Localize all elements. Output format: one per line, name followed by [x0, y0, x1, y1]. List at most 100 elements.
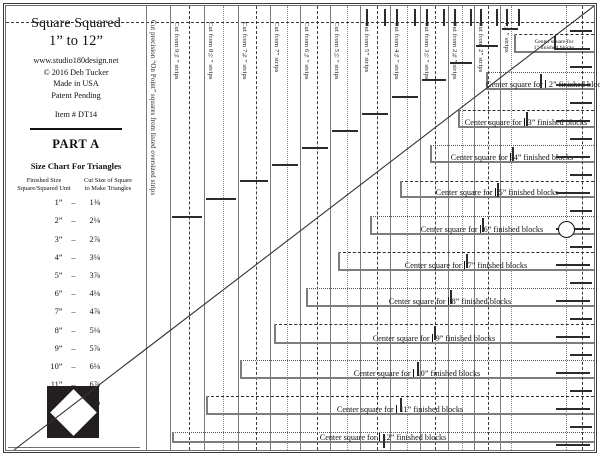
band-center-tick — [383, 434, 385, 448]
product-website: www.studio180design.net — [33, 55, 119, 65]
tool-inner-border — [5, 5, 595, 451]
band-label-tick-icon — [509, 153, 511, 161]
strip-column-1: Cut from 9¼” strips — [170, 6, 204, 450]
product-title-line2: 1” to 12” — [48, 32, 104, 49]
size-chart-separator: – — [71, 307, 76, 317]
band-label-size: 6” finished blocks — [483, 225, 544, 234]
size-chart-finished: 8” — [54, 325, 63, 335]
band-label-prefix: Center square for — [420, 225, 478, 234]
product-meta: www.studio180design.net © 2016 Deb Tucke… — [6, 55, 146, 103]
band-center-tick — [450, 290, 452, 304]
strip-instruction-label: Cut precision “On Point” squares from li… — [149, 20, 156, 196]
band-center-tick — [400, 398, 402, 412]
band-dashed-guide — [306, 288, 594, 289]
size-chart-col1-header: Finished Size Square/Squared Unit — [17, 177, 71, 193]
strip-column-top-tick — [518, 9, 520, 26]
size-chart-separator: – — [71, 361, 76, 371]
right-edge-tick — [570, 318, 592, 320]
strip-column-tick — [206, 198, 236, 200]
strip-column-guide — [256, 6, 257, 450]
strip-column-label: Cut from 5½” strips — [333, 22, 340, 80]
band-dashed-guide — [274, 324, 594, 325]
right-edge-tick — [556, 84, 590, 86]
band-center-tick — [526, 112, 528, 126]
strip-column-label: Cut from 3½” strips — [423, 22, 430, 80]
size-chart-cut: 4⅛ — [89, 289, 100, 299]
center-square-band-11: Center square for 11” finished blocks — [206, 396, 594, 415]
size-chart-finished: 2” — [54, 216, 63, 226]
size-chart-cut: 5⅞ — [89, 343, 100, 353]
strip-column-3: Cut from 7¾” strips — [238, 6, 270, 450]
right-edge-tick — [570, 138, 592, 140]
right-edge-tick — [556, 120, 590, 122]
band-center-tick — [466, 254, 468, 268]
strip-column-guide — [189, 6, 190, 450]
size-chart-row: 10”–6⅛ — [6, 362, 146, 380]
band-label-prefix: Center square for — [336, 405, 394, 414]
right-edge-tick — [556, 48, 590, 50]
band-label-size: 7” finished blocks — [467, 261, 528, 270]
strip-column-top-tick — [426, 9, 428, 26]
size-chart-row: 4”–3⅛ — [6, 253, 146, 271]
right-edge-tick — [556, 372, 590, 374]
strip-column-label: Cut from 7” strips — [273, 22, 280, 73]
band-dashed-guide — [206, 396, 594, 397]
size-chart-separator: – — [71, 343, 76, 353]
band-label-size: 11” finished blocks — [399, 405, 464, 414]
band-dashed-guide — [458, 110, 594, 111]
band-label-prefix: Center square for — [353, 369, 411, 378]
band-center-tick — [512, 147, 514, 161]
right-edge-tick — [556, 408, 590, 410]
strip-column-guide — [223, 6, 224, 450]
right-edge-tick — [556, 156, 590, 158]
size-chart-cut: 6⅛ — [89, 361, 100, 371]
size-chart-row: 8”–5⅛ — [6, 326, 146, 344]
strip-column-top-tick — [496, 9, 498, 26]
band-label-prefix: Center square for — [388, 297, 446, 306]
strip-column-top-tick — [414, 9, 416, 26]
band-center-tick — [434, 326, 436, 340]
strip-column-top-tick — [384, 9, 386, 26]
right-edge-tick — [570, 174, 592, 176]
band-center-tick — [417, 362, 419, 376]
size-chart-cut: 2⅞ — [89, 234, 100, 244]
alignment-hole-icon — [558, 221, 575, 238]
right-edge-tick — [570, 282, 592, 284]
size-chart-finished: 3” — [54, 234, 63, 244]
band-label-prefix: Center square for — [404, 261, 462, 270]
band-dashed-guide — [338, 252, 594, 253]
size-chart-header-row: Finished Size Square/Squared Unit Cut Si… — [6, 177, 146, 193]
size-chart-row: 6”–4⅛ — [6, 289, 146, 307]
size-chart-cut: 3⅞ — [89, 270, 100, 280]
band-label-size: 9” finished blocks — [435, 334, 496, 343]
band-label-tick-icon — [431, 334, 433, 342]
strip-instruction-column: Cut precision “On Point” squares from li… — [146, 6, 170, 450]
size-chart-finished: 4” — [54, 252, 63, 262]
strip-column-top-tick — [366, 9, 368, 26]
band-label-prefix: Center square for — [372, 334, 430, 343]
strip-column-tick — [240, 180, 268, 182]
product-made-in: Made in USA — [53, 79, 99, 89]
right-edge-tick — [570, 390, 592, 392]
size-chart-title: Size Chart For Triangles — [30, 161, 122, 172]
band-label-tick-icon — [479, 225, 481, 233]
strip-column-5: Cut from 6¼” strips — [300, 6, 330, 450]
band-center-tick — [482, 218, 484, 232]
size-chart-separator: – — [71, 325, 76, 335]
tool-outer-border — [3, 3, 597, 453]
size-chart-separator: – — [71, 234, 76, 244]
right-edge-tick — [570, 210, 592, 212]
band-dashed-guide — [370, 216, 594, 217]
band-dashed-guide — [486, 72, 594, 73]
right-edge-tick — [570, 66, 592, 68]
strip-column-top-tick — [470, 9, 472, 26]
size-chart-finished: 5” — [54, 270, 63, 280]
strip-column-label: Cut from 2” strips — [477, 22, 484, 73]
size-chart-finished: 9” — [54, 343, 63, 353]
size-chart-separator: – — [71, 216, 76, 226]
